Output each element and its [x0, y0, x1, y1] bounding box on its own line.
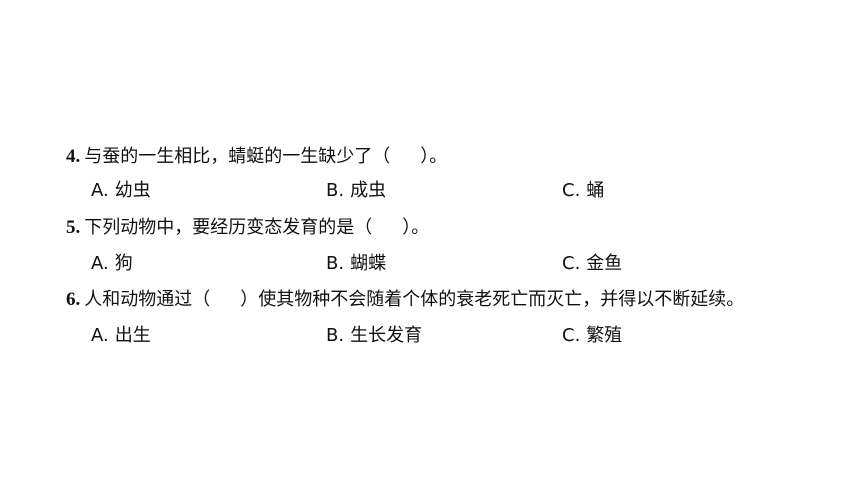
option-a[interactable]: A.幼虫	[91, 179, 151, 203]
options-row-6: A.出生 B.生长发育 C.繁殖	[91, 324, 731, 348]
question-6: 6.人和动物通过（ ）使其物种不会随着个体的衰老死亡而灭亡，并得以不断延续。	[66, 288, 744, 312]
option-text: 蛹	[586, 180, 605, 201]
option-letter: A.	[91, 180, 109, 201]
option-letter: C.	[562, 180, 581, 201]
question-text-before: 人和动物通过（	[84, 289, 211, 310]
question-text-after: ）。	[402, 217, 430, 238]
option-letter: A.	[91, 253, 109, 274]
option-c[interactable]: C.金鱼	[562, 252, 622, 276]
option-letter: C.	[562, 325, 581, 346]
option-text: 幼虫	[114, 180, 151, 201]
option-b[interactable]: B.成虫	[326, 179, 386, 203]
question-5: 5.下列动物中，要经历变态发育的是（ ）。	[66, 216, 429, 240]
option-letter: B.	[326, 180, 345, 201]
options-row-4: A.幼虫 B.成虫 C.蛹	[91, 179, 731, 203]
option-b[interactable]: B.蝴蝶	[326, 252, 386, 276]
question-text-after: ）。	[420, 146, 448, 167]
options-row-5: A.狗 B.蝴蝶 C.金鱼	[91, 252, 731, 276]
option-text: 出生	[114, 325, 151, 346]
option-letter: B.	[326, 253, 345, 274]
option-text: 金鱼	[586, 253, 623, 274]
option-a[interactable]: A.出生	[91, 324, 151, 348]
question-text-before: 下列动物中，要经历变态发育的是（	[84, 217, 373, 238]
option-letter: C.	[562, 253, 581, 274]
option-c[interactable]: C.繁殖	[562, 324, 622, 348]
option-text: 成虫	[350, 180, 387, 201]
question-text-after: ）使其物种不会随着个体的衰老死亡而灭亡，并得以不断延续。	[240, 289, 745, 310]
question-number: 6.	[66, 289, 81, 310]
option-b[interactable]: B.生长发育	[326, 324, 422, 348]
option-a[interactable]: A.狗	[91, 252, 133, 276]
option-letter: A.	[91, 325, 109, 346]
option-text: 繁殖	[586, 325, 623, 346]
option-text: 狗	[114, 253, 133, 274]
option-text: 生长发育	[350, 325, 423, 346]
question-number: 4.	[66, 146, 81, 167]
option-c[interactable]: C.蛹	[562, 179, 604, 203]
question-4: 4.与蚕的一生相比，蜻蜓的一生缺少了（ ）。	[66, 145, 447, 169]
question-text-before: 与蚕的一生相比，蜻蜓的一生缺少了（	[84, 146, 391, 167]
option-letter: B.	[326, 325, 345, 346]
option-text: 蝴蝶	[350, 253, 387, 274]
question-number: 5.	[66, 217, 81, 238]
